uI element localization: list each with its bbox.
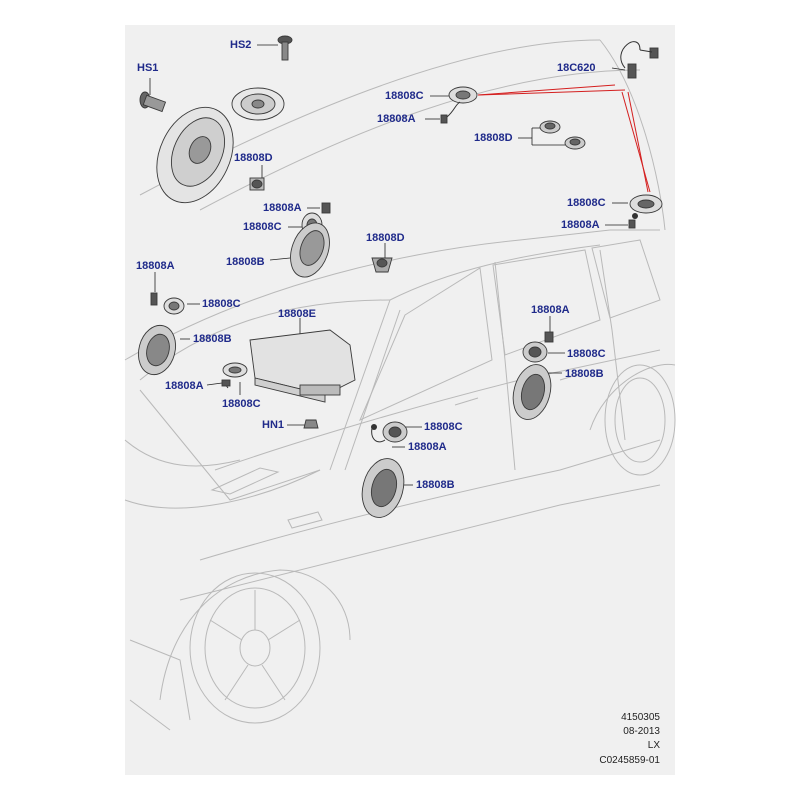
ref-model: LX bbox=[647, 740, 660, 751]
speaker-upper-hs2 bbox=[231, 87, 285, 121]
label-18808d-left: 18808D bbox=[234, 152, 273, 164]
label-18808d-top-right: 18808D bbox=[474, 132, 513, 144]
amplifier-18808e bbox=[249, 329, 356, 403]
label-18808a-left2: 18808A bbox=[165, 380, 204, 392]
harness-leader-lines bbox=[477, 84, 651, 193]
label-18808c-left2: 18808C bbox=[222, 398, 261, 410]
ref-code: C0245859-01 bbox=[599, 755, 660, 766]
speaker-right-c bbox=[628, 194, 663, 229]
woofer-top-left bbox=[156, 106, 234, 204]
label-hs2: HS2 bbox=[230, 39, 252, 51]
speaker-mid-group bbox=[290, 202, 331, 278]
label-leader-lines bbox=[149, 44, 628, 486]
label-18808c-front-door: 18808C bbox=[424, 421, 463, 433]
label-hn1: HN1 bbox=[262, 419, 285, 431]
parts bbox=[137, 35, 663, 518]
label-18808a-mid: 18808A bbox=[263, 202, 302, 214]
harness-18c620 bbox=[620, 41, 659, 79]
speaker-left-group bbox=[137, 292, 185, 376]
front-door-speaker-group bbox=[361, 421, 408, 518]
vehicle-outline bbox=[124, 39, 676, 731]
label-18808a-rear-door: 18808A bbox=[531, 304, 570, 316]
label-18808e: 18808E bbox=[278, 308, 316, 320]
label-18808a-front-door: 18808A bbox=[408, 441, 447, 453]
ref-number: 4150305 bbox=[621, 712, 660, 723]
rear-door-speaker-group bbox=[512, 331, 554, 420]
label-18808c-mid: 18808C bbox=[243, 221, 282, 233]
ref-date: 08-2013 bbox=[623, 726, 660, 737]
label-18808b-rear-door: 18808B bbox=[565, 368, 604, 380]
label-18808d-center: 18808D bbox=[366, 232, 405, 244]
label-hs1: HS1 bbox=[137, 62, 159, 74]
label-18808a-right: 18808A bbox=[561, 219, 600, 231]
tweeter-d-center bbox=[371, 257, 393, 273]
label-18808a-top: 18808A bbox=[377, 113, 416, 125]
label-18808c-right: 18808C bbox=[567, 197, 606, 209]
hs1-bolt bbox=[139, 91, 167, 113]
speaker-top-c bbox=[440, 86, 478, 124]
tweeter-d-left bbox=[249, 177, 265, 191]
speaker-left2-group bbox=[221, 362, 248, 389]
label-18808b-front-door: 18808B bbox=[416, 479, 455, 491]
label-18808c-left: 18808C bbox=[202, 298, 241, 310]
hs2-bolt bbox=[277, 35, 293, 61]
label-18808c-rear-door: 18808C bbox=[567, 348, 606, 360]
label-18808a-left: 18808A bbox=[136, 260, 175, 272]
hn1-nut bbox=[303, 419, 319, 429]
label-18808c-top: 18808C bbox=[385, 90, 424, 102]
label-18c620: 18C620 bbox=[557, 62, 596, 74]
label-18808b-left: 18808B bbox=[193, 333, 232, 345]
tweeters-d-top bbox=[539, 120, 586, 150]
label-18808b-mid: 18808B bbox=[226, 256, 265, 268]
